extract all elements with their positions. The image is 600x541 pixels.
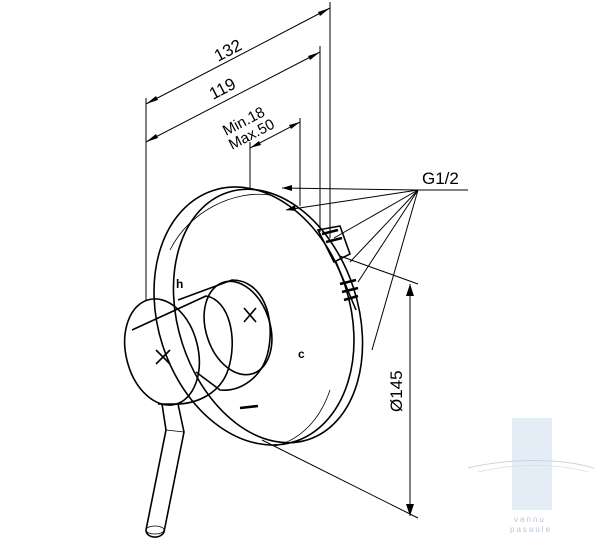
- handle-base: [177, 279, 273, 391]
- dimension-plate-diameter: Ø145: [261, 255, 419, 519]
- plate-logo-icon: [239, 404, 259, 410]
- thread-callout: G1/2: [281, 169, 468, 351]
- thread-connection: [316, 225, 359, 311]
- watermark-text-line2: pasaule: [510, 525, 552, 534]
- watermark-swoosh: [467, 460, 595, 469]
- control-knob: [123, 295, 233, 406]
- watermark-bar: [512, 418, 552, 510]
- thread-callout-label: G1/2: [422, 169, 459, 188]
- dimension-body-depth-label: 119: [206, 74, 239, 103]
- knob-cross-icon: [155, 349, 171, 365]
- watermark-logo: vannu pasaule: [467, 418, 595, 534]
- cold-mark: c: [298, 347, 305, 361]
- watermark-swoosh-2: [477, 464, 589, 473]
- dimension-overall-depth-label: 132: [211, 36, 245, 66]
- lever-handle: [145, 403, 185, 538]
- dimension-plate-diameter-label: Ø145: [387, 370, 406, 412]
- watermark-text-line1: vannu: [514, 515, 546, 524]
- hot-mark: h: [176, 277, 183, 291]
- base-cross-icon: [243, 307, 257, 323]
